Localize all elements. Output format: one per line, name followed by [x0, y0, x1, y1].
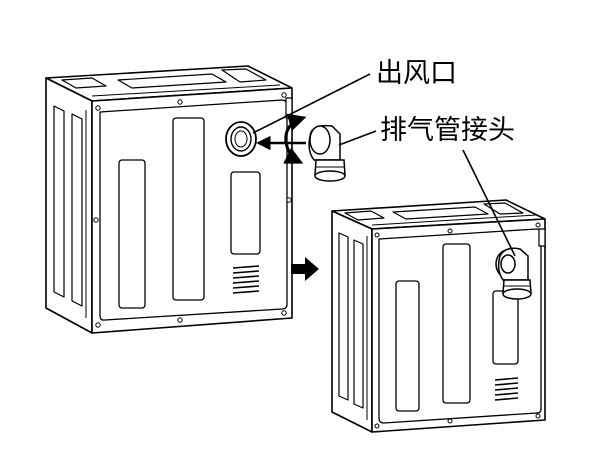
air-outlet-label: 出风口 [376, 58, 457, 89]
exhaust-connector-label: 排气管接头 [380, 115, 515, 146]
exhaust-connector-attached [495, 247, 532, 300]
dryer-unit-before [45, 65, 293, 334]
right-arrow-icon [291, 257, 319, 281]
air-outlet-port [225, 121, 257, 157]
leader-line-outlet [252, 73, 371, 134]
dryer-unit-after [331, 199, 546, 433]
leader-line-connector-top [338, 130, 377, 146]
exhaust-connector-detached [308, 124, 346, 182]
leader-line-connector-bottom [462, 149, 516, 257]
